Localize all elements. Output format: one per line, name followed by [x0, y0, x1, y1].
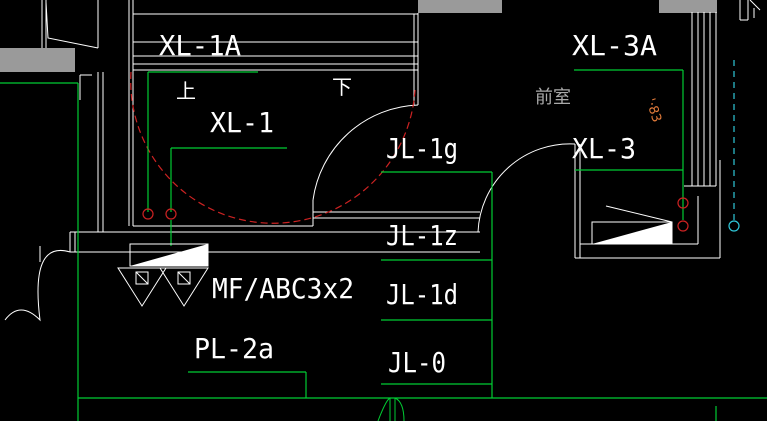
annotation-orange-note: '·83: [642, 97, 664, 125]
bottom-fixture: [377, 397, 405, 421]
label-xl-3: XL-3: [572, 132, 636, 165]
label-jl-0: JL-0: [388, 346, 446, 379]
labels: XL-1A XL-3A XL-1 XL-3 JL-1g JL-1z JL-1d …: [159, 29, 664, 379]
distribution-panel-left: [129, 243, 209, 267]
label-jl-1d: JL-1d: [386, 278, 458, 311]
label-jl-1z: JL-1z: [386, 219, 458, 252]
distribution-panel-right: [591, 205, 673, 245]
annotation-down: 下: [332, 75, 352, 99]
fire-extinguisher-symbols: [117, 267, 209, 307]
label-mf-abc: MF/ABC3x2: [212, 272, 354, 305]
riser-xl-3-circle: [677, 220, 689, 232]
pipe-lines: [0, 69, 767, 421]
label-jl-1g: JL-1g: [386, 132, 458, 165]
riser-cyan-circle: [728, 220, 740, 232]
label-pl-2a: PL-2a: [194, 332, 274, 365]
label-xl-1a: XL-1A: [159, 29, 241, 62]
gray-blocks: [0, 0, 717, 72]
label-xl-3a: XL-3A: [572, 29, 657, 62]
riser-xl-1a-circle: [142, 208, 154, 220]
red-dashed-arc: [130, 71, 416, 224]
riser-xl-1-circle: [165, 208, 177, 220]
riser-xl-3a-circle: [677, 197, 689, 209]
riser-circles: [142, 60, 740, 232]
wall-lines: [4, 0, 761, 322]
annotation-up: 上: [176, 79, 196, 103]
annotation-front-room: 前室: [535, 87, 571, 108]
label-xl-1: XL-1: [210, 106, 274, 139]
